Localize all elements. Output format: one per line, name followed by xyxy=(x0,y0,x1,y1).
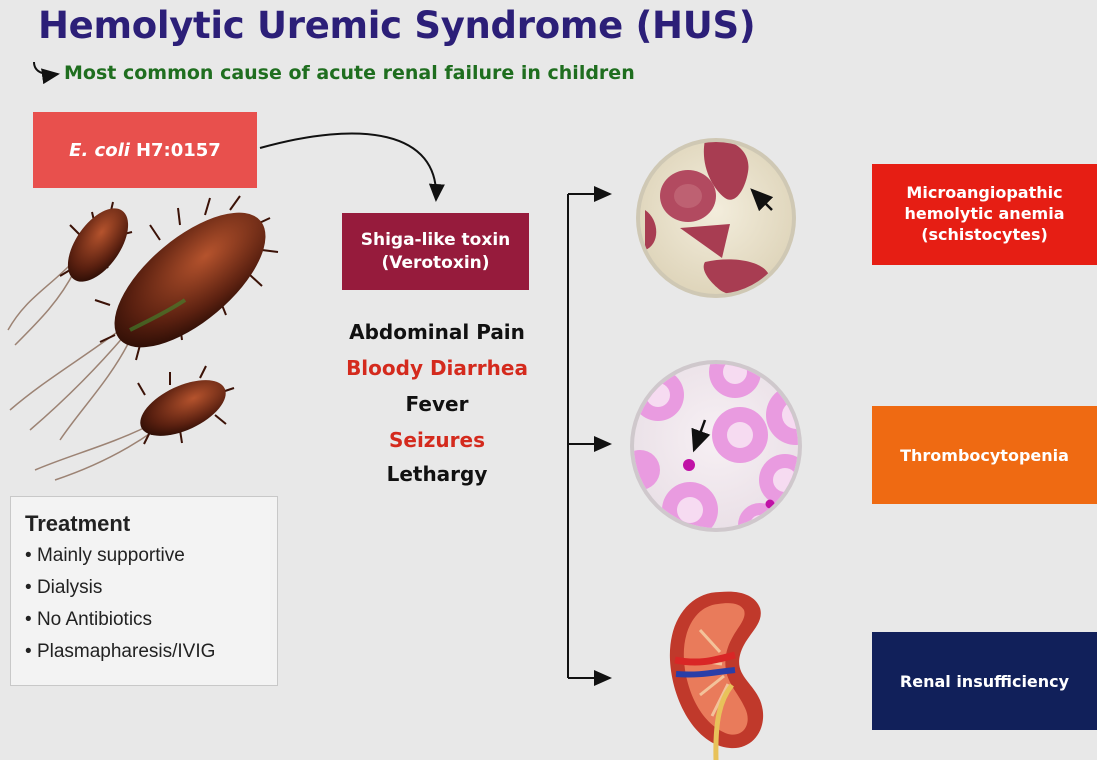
symptom-abdominal-pain: Abdominal Pain xyxy=(349,320,525,344)
thrombocytopenia-smear-image xyxy=(630,360,802,532)
cause-to-toxin-arrow xyxy=(259,132,445,202)
kidney-illustration xyxy=(669,591,764,760)
symptom-bloody-diarrhea: Bloody Diarrhea xyxy=(346,356,528,380)
outcome-mah-line1: Microangiopathic xyxy=(906,183,1063,203)
cause-box: E. coli H7:0157 xyxy=(33,112,257,188)
outcome-thrombocytopenia-box: Thrombocytopenia xyxy=(872,406,1097,504)
treatment-item: No Antibiotics xyxy=(25,609,263,631)
treatment-title: Treatment xyxy=(25,511,131,536)
subtitle-arrow-icon xyxy=(33,61,60,85)
outcome-mah-box: Microangiopathic hemolytic anemia (schis… xyxy=(872,164,1097,265)
toxin-line1: Shiga-like toxin xyxy=(360,230,511,251)
treatment-item: Dialysis xyxy=(25,577,263,599)
page-title: Hemolytic Uremic Syndrome (HUS) xyxy=(38,4,756,47)
outcome-renal-box: Renal insufficiency xyxy=(872,632,1097,730)
symptom-seizures: Seizures xyxy=(388,428,486,452)
cause-strain: H7:0157 xyxy=(135,139,221,161)
treatment-panel: Treatment Mainly supportive Dialysis No … xyxy=(10,496,278,686)
symptom-lethargy: Lethargy xyxy=(386,462,488,486)
bacteria-illustration xyxy=(7,195,279,481)
outcome-mah-line3: (schistocytes) xyxy=(921,224,1048,244)
toxin-box: Shiga-like toxin (Verotoxin) xyxy=(342,213,529,290)
symptom-fever: Fever xyxy=(405,392,469,416)
subtitle: Most common cause of acute renal failure… xyxy=(64,62,635,84)
toxin-line2: (Verotoxin) xyxy=(381,252,490,273)
treatment-item: Mainly supportive xyxy=(25,545,263,567)
branch-arrows xyxy=(567,186,612,686)
outcome-mah-line2: hemolytic anemia xyxy=(904,204,1065,224)
cause-organism: E. coli xyxy=(69,139,130,161)
schistocyte-smear-image xyxy=(636,138,796,298)
treatment-item: Plasmapharesis/IVIG xyxy=(25,641,263,663)
